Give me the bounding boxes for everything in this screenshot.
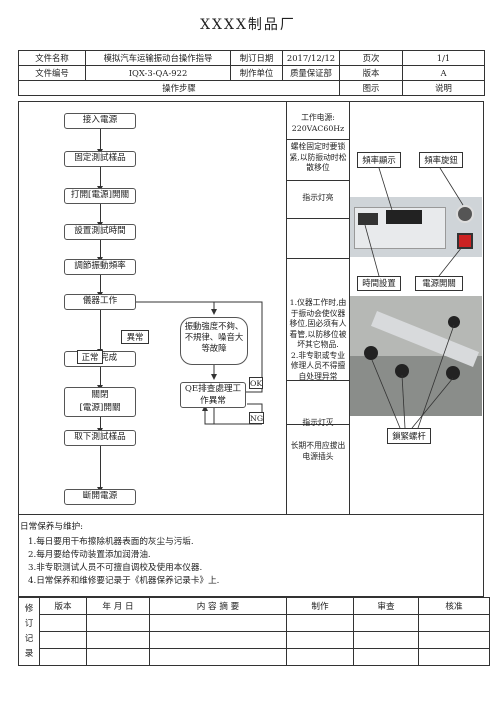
- note-light-off: 指示灯灭: [302, 418, 334, 427]
- tighten-label: 鎖緊螺杆: [387, 428, 431, 444]
- fault-box: 振動強度不夠、不規律、噪音大等故障: [180, 317, 248, 365]
- ok-label: OK: [249, 377, 263, 389]
- base: [350, 356, 482, 416]
- bolt-icon: [395, 364, 409, 378]
- divider: [286, 139, 349, 140]
- rev-col-summary: 内 容 摘 要: [149, 597, 287, 615]
- rev-col-version: 版本: [39, 597, 87, 615]
- power-switch-label: 電源開關: [415, 276, 463, 291]
- revision-side-label: 修 订 记 录: [18, 597, 40, 666]
- freq-display: [386, 210, 422, 224]
- divider: [349, 101, 350, 515]
- device-photo: [350, 197, 482, 257]
- step-set-time: 設置測試時間: [64, 224, 136, 240]
- step-adjust-freq: 調節振動頻率: [64, 259, 136, 275]
- time-set-label: 時間設置: [357, 276, 401, 291]
- rev-col-review: 审查: [353, 597, 419, 615]
- maintenance-box: [18, 515, 484, 597]
- fixture-photo: [350, 296, 482, 416]
- step-close-switch: 關閉 [電源]開關: [64, 387, 136, 417]
- step-working: 儀器工作: [64, 294, 136, 310]
- abnormal-label: 異常: [121, 330, 149, 344]
- step-connect-power: 接入電源: [64, 113, 136, 129]
- rev-col-approve: 核准: [418, 597, 490, 615]
- divider: [286, 424, 349, 425]
- rev-col-date: 年 月 日: [86, 597, 150, 615]
- revision-table: 修 订 记 录 版本 年 月 日 内 容 摘 要 制作 审查 核准: [18, 597, 490, 666]
- bolt-icon: [364, 346, 378, 360]
- qe-box: QE排查處理工作異常: [180, 382, 246, 408]
- freq-display-label: 頻率顯示: [357, 152, 401, 168]
- divider: [286, 101, 287, 515]
- divider: [286, 258, 349, 259]
- page-title: XXXX制品厂: [200, 17, 296, 33]
- divider: [286, 218, 349, 219]
- note-light-on: 指示灯亮: [302, 193, 334, 202]
- note-unplug: 长期不用应拔出电源插头: [290, 441, 346, 461]
- normal-label: 正常: [77, 350, 103, 364]
- maintenance-item: 4.日常保养和维修要记录于《机器保养记录卡》上.: [28, 576, 220, 586]
- bolt-icon: [446, 366, 460, 380]
- bolt-icon: [448, 316, 460, 328]
- header-table: 文件名称 模拟汽车运输振动台操作指导 制订日期 2017/12/12 页次 1/…: [18, 50, 485, 96]
- freq-knob-label: 頻率旋鈕: [419, 152, 463, 168]
- time-display: [358, 213, 378, 225]
- rev-col-maker: 制作: [286, 597, 354, 615]
- maintenance-heading: 日常保养与维护:: [20, 522, 84, 532]
- step-disconnect: 斷開電源: [64, 489, 136, 505]
- maintenance-item: 1.每日要用干布擦除机器表面的灰尘与污垢.: [28, 537, 194, 547]
- step-fix-sample: 固定測試樣品: [64, 151, 136, 167]
- step-remove-sample: 取下測試樣品: [64, 430, 136, 446]
- divider: [286, 380, 349, 381]
- ng-label: NG: [249, 412, 264, 424]
- explain-header: 说明: [402, 80, 485, 96]
- note-power: 工作电源: 220VAC60Hz: [291, 113, 345, 133]
- main-area: [18, 101, 484, 515]
- knob-icon: [456, 205, 474, 223]
- divider: [286, 180, 349, 181]
- maintenance-item: 3.非专职测试人员不可擅自调校及使用本仪器.: [28, 563, 203, 573]
- note-warning: 1.仪器工作时,由于振动会使仪器移位,固必须有人看管,以防移位被坏其它物品. 2…: [289, 298, 347, 381]
- power-switch-icon: [457, 233, 473, 249]
- step-open-switch: 打開[電源]開關: [64, 188, 136, 204]
- maintenance-item: 2.每月要给传动装置添加润滑油.: [28, 550, 151, 560]
- note-bolt: 螺栓固定时要锁紧,以防振动时松散移位: [289, 142, 347, 172]
